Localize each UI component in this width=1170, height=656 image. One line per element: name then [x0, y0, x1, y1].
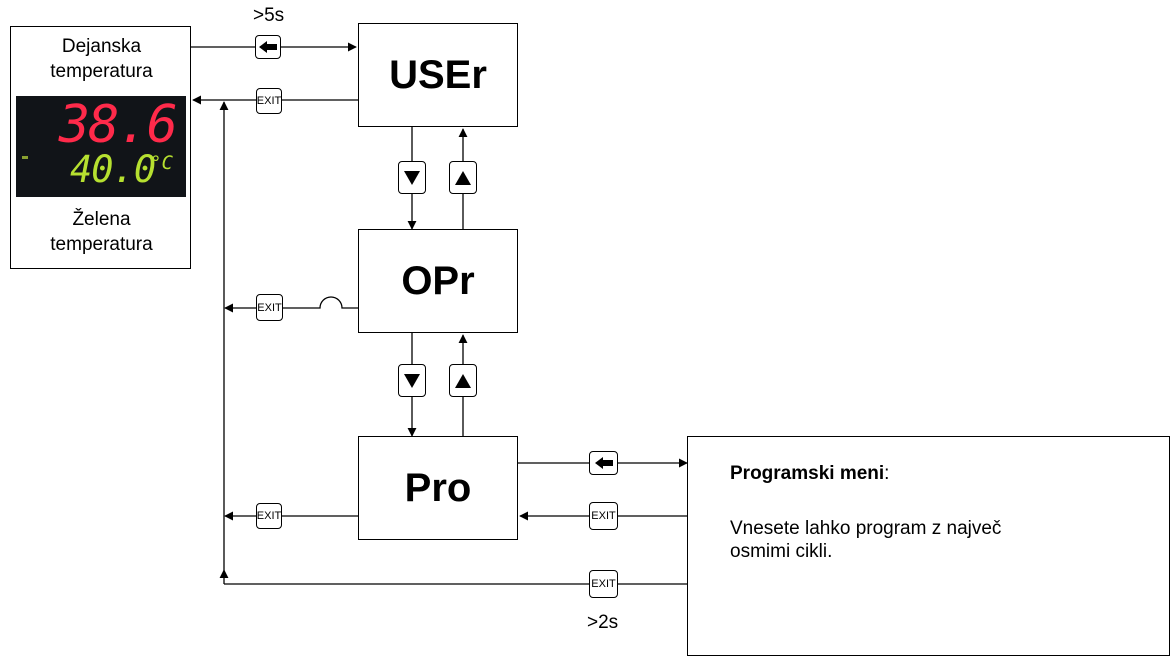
enter-arrow-icon [594, 457, 613, 469]
enter-key-to-program[interactable] [589, 451, 618, 475]
program-menu-description: Vnesete lahko program z največ osmimi ci… [730, 517, 1001, 563]
set-value-display: 40.0 [70, 148, 156, 191]
exit-key-label: EXIT [256, 510, 282, 522]
up-triangle-icon [455, 170, 471, 185]
down-key-user-to-operator[interactable] [398, 161, 426, 194]
down-triangle-icon [404, 373, 420, 388]
down-triangle-icon [404, 170, 420, 185]
caption-line: temperatura [50, 234, 153, 255]
lcd-screen: 38.6 40.0 °C [16, 95, 186, 197]
unit-display: °C [150, 152, 173, 174]
description-line: Vnesete lahko program z največ [730, 518, 1002, 539]
exit-key-label: EXIT [591, 578, 616, 590]
operator-menu-label: OPr [401, 258, 475, 303]
exit-key-program-menu[interactable]: EXIT [589, 502, 618, 530]
program-menu-panel: Programski meni: Vnesete lahko program z… [687, 436, 1170, 656]
hold-5s-label: >5s [253, 5, 285, 26]
enter-arrow-icon [259, 41, 277, 53]
enter-key-to-user[interactable] [255, 35, 281, 59]
program-menu-box[interactable]: Pro [358, 436, 518, 540]
up-key-operator-to-user[interactable] [449, 161, 477, 194]
program-menu-title: Programski meni: [730, 463, 889, 485]
user-menu-label: USEr [389, 52, 487, 97]
up-triangle-icon [455, 373, 471, 388]
hold-2s-label: >2s [587, 612, 619, 633]
user-menu-box[interactable]: USEr [358, 23, 518, 127]
up-key-program-to-operator[interactable] [449, 364, 477, 397]
caption-line: Želena [72, 209, 131, 230]
exit-key-user[interactable]: EXIT [256, 88, 282, 114]
exit-key-long-press[interactable]: EXIT [589, 570, 618, 598]
caption-line: temperatura [50, 61, 153, 82]
exit-key-label: EXIT [256, 95, 282, 107]
caption-line: Dejanska [61, 36, 142, 57]
description-line: osmimi cikli. [730, 541, 833, 562]
down-key-operator-to-program[interactable] [398, 364, 426, 397]
exit-key-program[interactable]: EXIT [256, 503, 282, 529]
set-temperature-caption: Želena temperatura [11, 207, 192, 257]
operator-menu-box[interactable]: OPr [358, 229, 518, 333]
exit-key-label: EXIT [591, 510, 616, 522]
program-menu-title-text: Programski meni [730, 463, 885, 484]
program-menu-label: Pro [404, 465, 472, 510]
exit-key-label: EXIT [257, 301, 282, 314]
actual-temperature-caption: Dejanska temperatura [11, 34, 192, 84]
indicator-led [22, 156, 28, 159]
program-menu-title-colon: : [884, 463, 890, 484]
actual-value-display: 38.6 [58, 95, 178, 155]
display-panel: Dejanska temperatura 38.6 40.0 °C Želena… [10, 26, 191, 269]
exit-key-operator[interactable]: EXIT [256, 294, 283, 321]
